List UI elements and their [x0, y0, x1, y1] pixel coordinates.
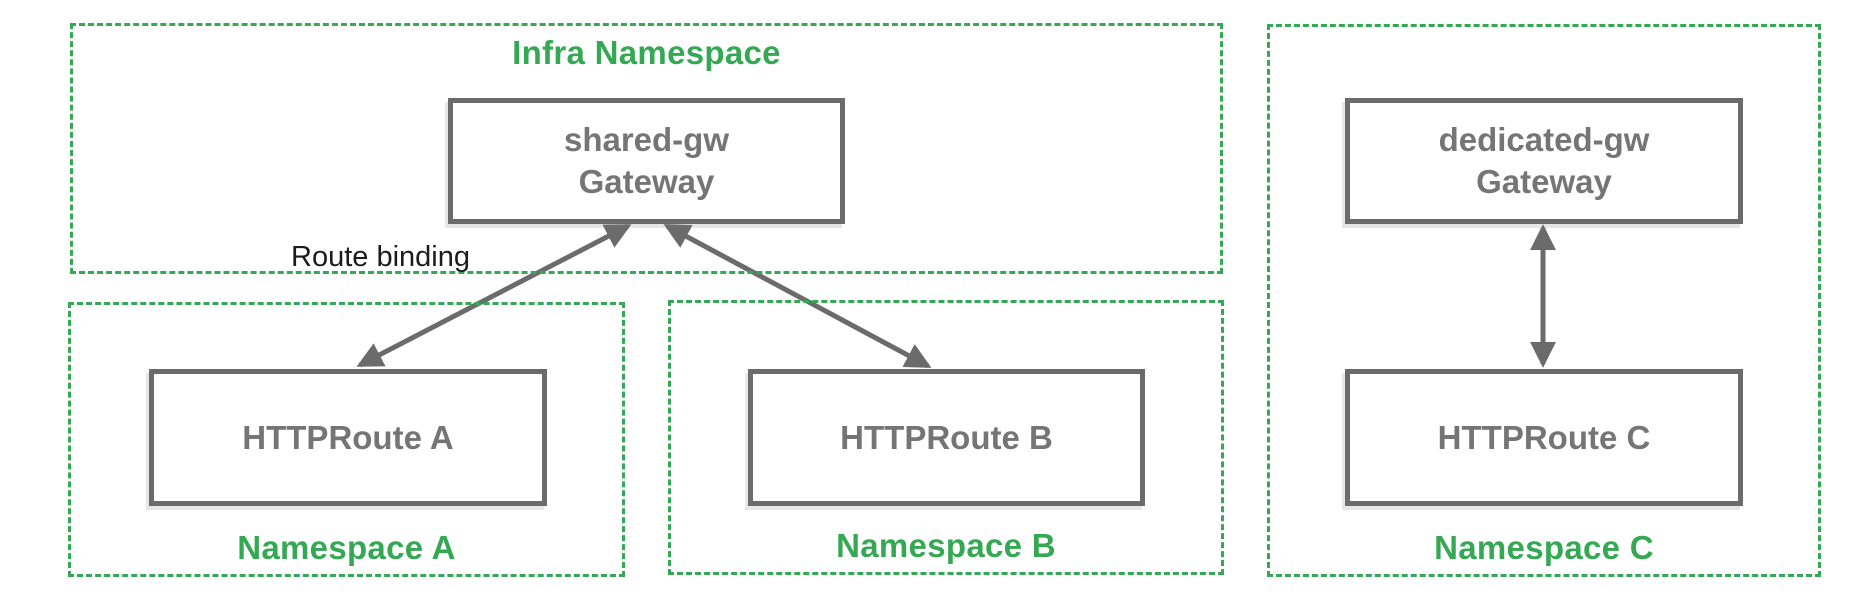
shared-gw-kind: Gateway: [578, 163, 715, 200]
dedicated-gw-kind: Gateway: [1476, 163, 1612, 200]
httproute-b-label: HTTPRoute B: [840, 418, 1053, 456]
httproute-b-node: HTTPRoute B: [748, 369, 1145, 506]
namespace-a-container: Namespace A: [68, 302, 625, 577]
namespace-b-label: Namespace B: [836, 527, 1056, 564]
namespace-c-container: Namespace C: [1267, 24, 1821, 577]
httproute-c-label: HTTPRoute C: [1437, 418, 1651, 456]
namespace-a-label: Namespace A: [237, 529, 456, 566]
shared-gw-gateway-node: shared-gw Gateway: [448, 98, 845, 224]
dedicated-gw-name: dedicated-gw: [1438, 121, 1650, 159]
dedicated-gw-gateway-node: dedicated-gw Gateway: [1345, 98, 1743, 224]
shared-gw-name: shared-gw: [563, 121, 730, 159]
infra-namespace-label: Infra Namespace: [512, 34, 781, 71]
httproute-a-node: HTTPRoute A: [149, 369, 547, 506]
httproute-a-label: HTTPRoute A: [242, 418, 454, 456]
namespace-b-container: Namespace B: [668, 300, 1224, 575]
httproute-c-node: HTTPRoute C: [1345, 369, 1743, 506]
route-binding-label: Route binding: [291, 241, 470, 273]
namespace-c-label: Namespace C: [1434, 529, 1654, 566]
infra-namespace-container: Infra Namespace: [70, 23, 1223, 274]
